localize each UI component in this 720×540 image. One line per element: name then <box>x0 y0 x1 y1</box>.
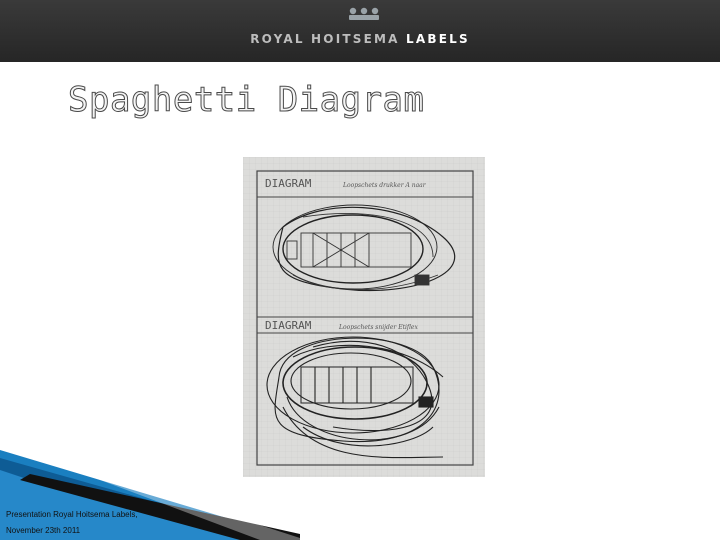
crown-logo-icon <box>349 7 379 20</box>
spaghetti-diagram-photo: DIAGRAM Loopschets drukker A naar DIAGRA… <box>243 157 485 477</box>
header-bar: ROYAL HOITSEMA LABELS <box>0 0 720 62</box>
brand-name-part2: LABELS <box>406 32 470 46</box>
photo-top-heading: DIAGRAM <box>265 177 312 190</box>
brand-name-part1: ROYAL HOITSEMA <box>250 32 400 46</box>
photo-top-subtitle: Loopschets drukker A naar <box>342 182 427 189</box>
bottom-machine-sketch <box>266 336 444 459</box>
top-machine-sketch <box>272 204 456 292</box>
decorative-swoosh <box>0 450 300 540</box>
photo-bottom-subtitle: Loopschets snijder Etiflex <box>338 324 418 331</box>
brand-name: ROYAL HOITSEMA LABELS <box>0 32 720 46</box>
footer-line1: Presentation Royal Hoitsema Labels, <box>6 510 138 519</box>
footer-text: Presentation Royal Hoitsema Labels, Nove… <box>6 507 138 539</box>
photo-bottom-heading: DIAGRAM <box>265 319 312 332</box>
footer-line2: November 23th 2011 <box>6 526 81 535</box>
slide-title: Spaghetti Diagram <box>68 80 425 121</box>
